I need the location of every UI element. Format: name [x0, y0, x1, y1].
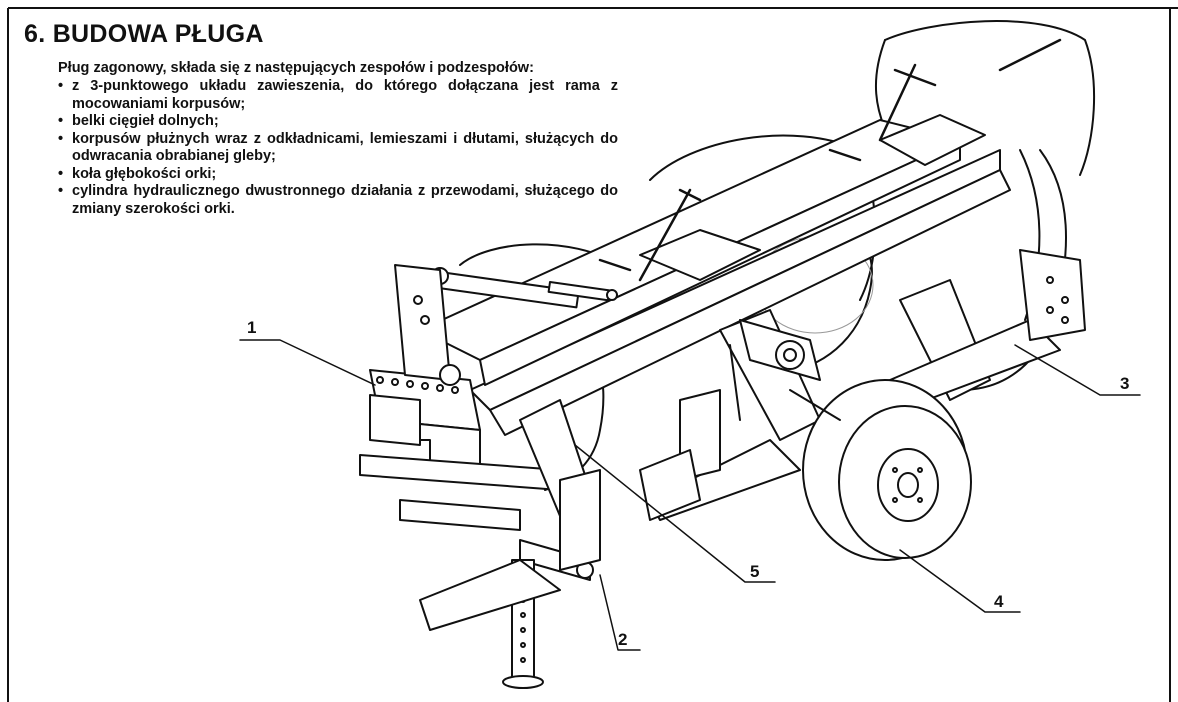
callout-label-4: 4 — [994, 592, 1004, 611]
component-list: z 3-punktowego układu zawieszenia, do kt… — [58, 78, 618, 218]
callout-label-2: 2 — [618, 630, 628, 649]
callout-label-3: 3 — [1120, 374, 1130, 393]
callout-leaders — [239, 339, 1141, 651]
intro-text: Pług zagonowy, składa się z następującyc… — [58, 60, 534, 76]
component-item: koła głębokości orki; — [58, 166, 618, 184]
mouldboard-stays — [598, 38, 1062, 282]
depth-wheel — [789, 379, 972, 561]
component-item: z 3-punktowego układu zawieszenia, do kt… — [58, 78, 618, 113]
callout-label-5: 5 — [750, 562, 760, 581]
section-heading: 6. BUDOWA PŁUGA — [24, 20, 264, 48]
body-bracket — [729, 319, 821, 421]
component-item: cylindra hydraulicznego dwustronnego dzi… — [58, 183, 618, 218]
headstock — [369, 264, 481, 481]
component-item: korpusów płużnych wraz z odkładnicami, l… — [58, 131, 618, 166]
callout-label-1: 1 — [247, 318, 257, 337]
component-item: belki cięgieł dolnych; — [58, 113, 618, 131]
plough-bodies — [419, 249, 1086, 631]
lower-link-beam — [359, 454, 594, 581]
